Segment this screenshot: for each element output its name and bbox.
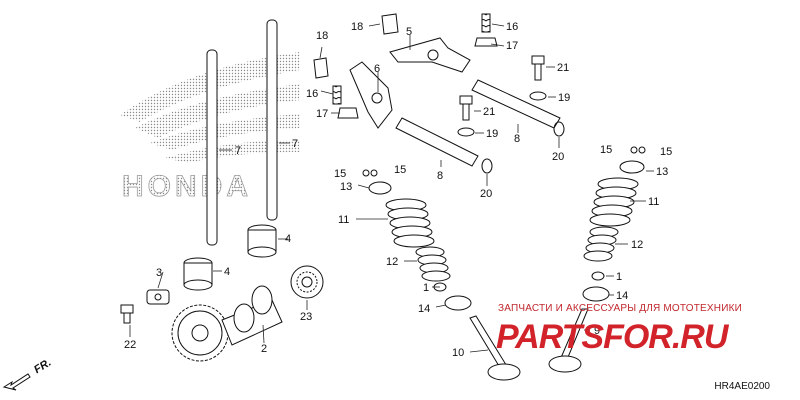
o-ring-20-lower [481, 158, 493, 174]
lifter-4-upper [247, 224, 277, 258]
pushrod-7-left [206, 49, 218, 246]
camshaft-2 [171, 285, 283, 362]
callout-15-right-b: 15 [660, 146, 672, 158]
callout-4-lower: 4 [224, 266, 230, 278]
clip-18-upper [381, 13, 399, 35]
callout-20-lower: 20 [480, 188, 492, 200]
watermark-logo: PARTSFOR.RU [496, 318, 728, 356]
callout-13-right: 13 [656, 166, 668, 178]
callout-16-lower: 16 [306, 88, 318, 100]
callout-15-left-b: 15 [394, 164, 406, 176]
callout-23: 23 [300, 311, 312, 323]
callout-10: 10 [452, 347, 464, 359]
callout-22: 22 [124, 339, 136, 351]
callout-9: 9 [594, 325, 600, 337]
rocker-shaft-8-lower [395, 117, 479, 167]
callout-11-right: 11 [648, 196, 659, 208]
bolt-21-lower [459, 95, 473, 121]
callout-4-upper: 4 [285, 233, 291, 245]
callout-6: 6 [374, 63, 380, 75]
rocker-shaft-8-upper [471, 79, 561, 129]
callout-1-right: 1 [616, 271, 622, 283]
clip-18-lower [313, 57, 329, 79]
rocker-arm-5 [389, 37, 471, 73]
callout-14-left: 14 [418, 303, 430, 315]
lifter-4-lower [183, 257, 213, 291]
callout-2: 2 [261, 343, 267, 355]
callout-16-upper: 16 [506, 21, 518, 33]
callout-1-left: 1 [423, 282, 429, 294]
pushrod-7-right [266, 19, 278, 221]
callout-20-upper: 20 [552, 151, 564, 163]
callout-21-upper: 21 [557, 62, 569, 74]
callout-3: 3 [156, 267, 162, 279]
adjust-screw-16-lower [332, 85, 359, 119]
callout-18-upper: 18 [351, 21, 363, 33]
watermark-caption: ЗАПЧАСТИ И АКСЕССУАРЫ ДЛЯ МОТОТЕХНИКИ [498, 303, 743, 314]
bracket-3 [146, 289, 170, 305]
callout-11-left: 11 [338, 214, 349, 226]
callout-5: 5 [406, 26, 412, 38]
callout-18-lower: 18 [316, 30, 328, 42]
washer-19-upper [529, 91, 547, 101]
callout-7-right: 7 [292, 138, 298, 150]
callout-8-upper: 8 [514, 133, 520, 145]
valve-stack-left [362, 169, 521, 381]
diagram-code: HR4AE0200 [714, 381, 770, 392]
callout-14-right: 14 [616, 290, 628, 302]
callout-12-left: 12 [386, 256, 398, 268]
valve-stack-right [548, 146, 646, 373]
callout-17-lower: 17 [316, 108, 328, 120]
callout-19-lower: 19 [486, 128, 498, 140]
callout-13-left: 13 [340, 181, 352, 193]
o-ring-20-upper [553, 121, 565, 137]
honda-wordmark: HONDA [122, 170, 252, 203]
callout-19-upper: 19 [558, 92, 570, 104]
rocker-arm-6 [349, 61, 393, 129]
callout-17-upper: 17 [506, 40, 518, 52]
bearing-23 [290, 265, 324, 299]
leader-lines [129, 23, 654, 353]
adjust-screw-16-upper [474, 13, 498, 47]
bolt-21-upper [531, 55, 545, 81]
bolt-22 [120, 304, 134, 324]
callout-7-left: 7 [235, 145, 241, 157]
callout-15-left-a: 15 [334, 168, 346, 180]
callout-12-right: 12 [631, 239, 643, 251]
callout-8-lower: 8 [437, 170, 443, 182]
callout-21-lower: 21 [483, 106, 495, 118]
washer-19-lower [457, 127, 475, 137]
callout-15-right-a: 15 [600, 144, 612, 156]
callout-labels: 7 7 4 4 3 22 2 23 5 6 16 16 17 17 18 18 … [124, 21, 672, 359]
front-arrow-icon [2, 373, 31, 391]
